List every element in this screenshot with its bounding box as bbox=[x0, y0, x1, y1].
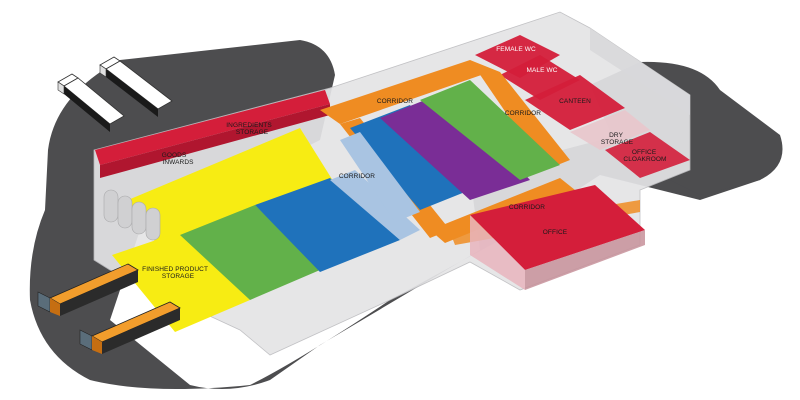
label-ingredients-storage: INGREDIENTS STORAGE bbox=[226, 122, 273, 136]
label-office-cloakroom: OFFICE CLOAKROOM bbox=[623, 149, 666, 163]
delivery-truck-icon bbox=[57, 56, 173, 132]
label-corridor-mid: CORRIDOR bbox=[339, 173, 375, 180]
label-male-wc: MALE WC bbox=[526, 67, 557, 74]
label-corridor-lower: CORRIDOR bbox=[509, 204, 545, 211]
room-labels: GOODS INWARDS INGREDIENTS STORAGE CORRID… bbox=[142, 46, 666, 280]
label-female-wc: FEMALE WC bbox=[496, 46, 536, 53]
silo-icon bbox=[103, 189, 161, 241]
production-zones bbox=[112, 80, 560, 332]
label-corridor-top-left: CORRIDOR bbox=[377, 98, 413, 105]
delivery-truck-icon bbox=[37, 263, 181, 354]
label-canteen: CANTEEN bbox=[559, 98, 591, 105]
office-block bbox=[470, 185, 645, 290]
amenity-block bbox=[475, 28, 690, 178]
label-goods-inwards: GOODS INWARDS bbox=[162, 152, 194, 166]
label-corridor-top-right: CORRIDOR bbox=[505, 110, 541, 117]
label-finished-product-storage: FINISHED PRODUCT STORAGE bbox=[142, 266, 210, 280]
goods-inwards-zone bbox=[95, 90, 330, 178]
label-dry-storage: DRY STORAGE bbox=[601, 132, 634, 146]
label-office: OFFICE bbox=[543, 229, 568, 236]
